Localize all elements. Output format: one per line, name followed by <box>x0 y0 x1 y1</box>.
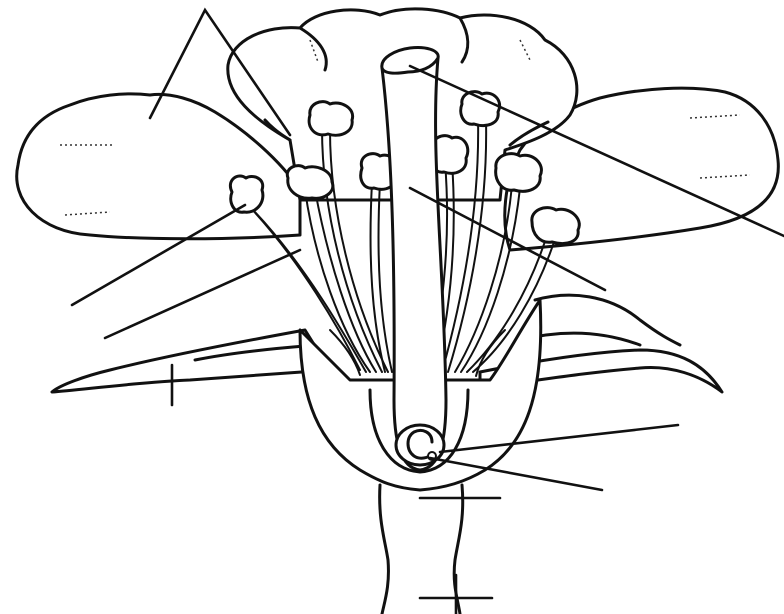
anther <box>309 102 353 136</box>
anther <box>230 176 263 212</box>
pedicel <box>380 485 463 614</box>
leader-filament <box>105 250 300 338</box>
filament <box>379 182 393 372</box>
anther <box>532 208 579 244</box>
leader-pedicel <box>420 575 492 614</box>
pedicel-left <box>380 485 389 614</box>
anther <box>287 166 332 199</box>
filament <box>371 182 385 372</box>
anther <box>496 154 542 192</box>
sepal-left <box>52 330 330 392</box>
